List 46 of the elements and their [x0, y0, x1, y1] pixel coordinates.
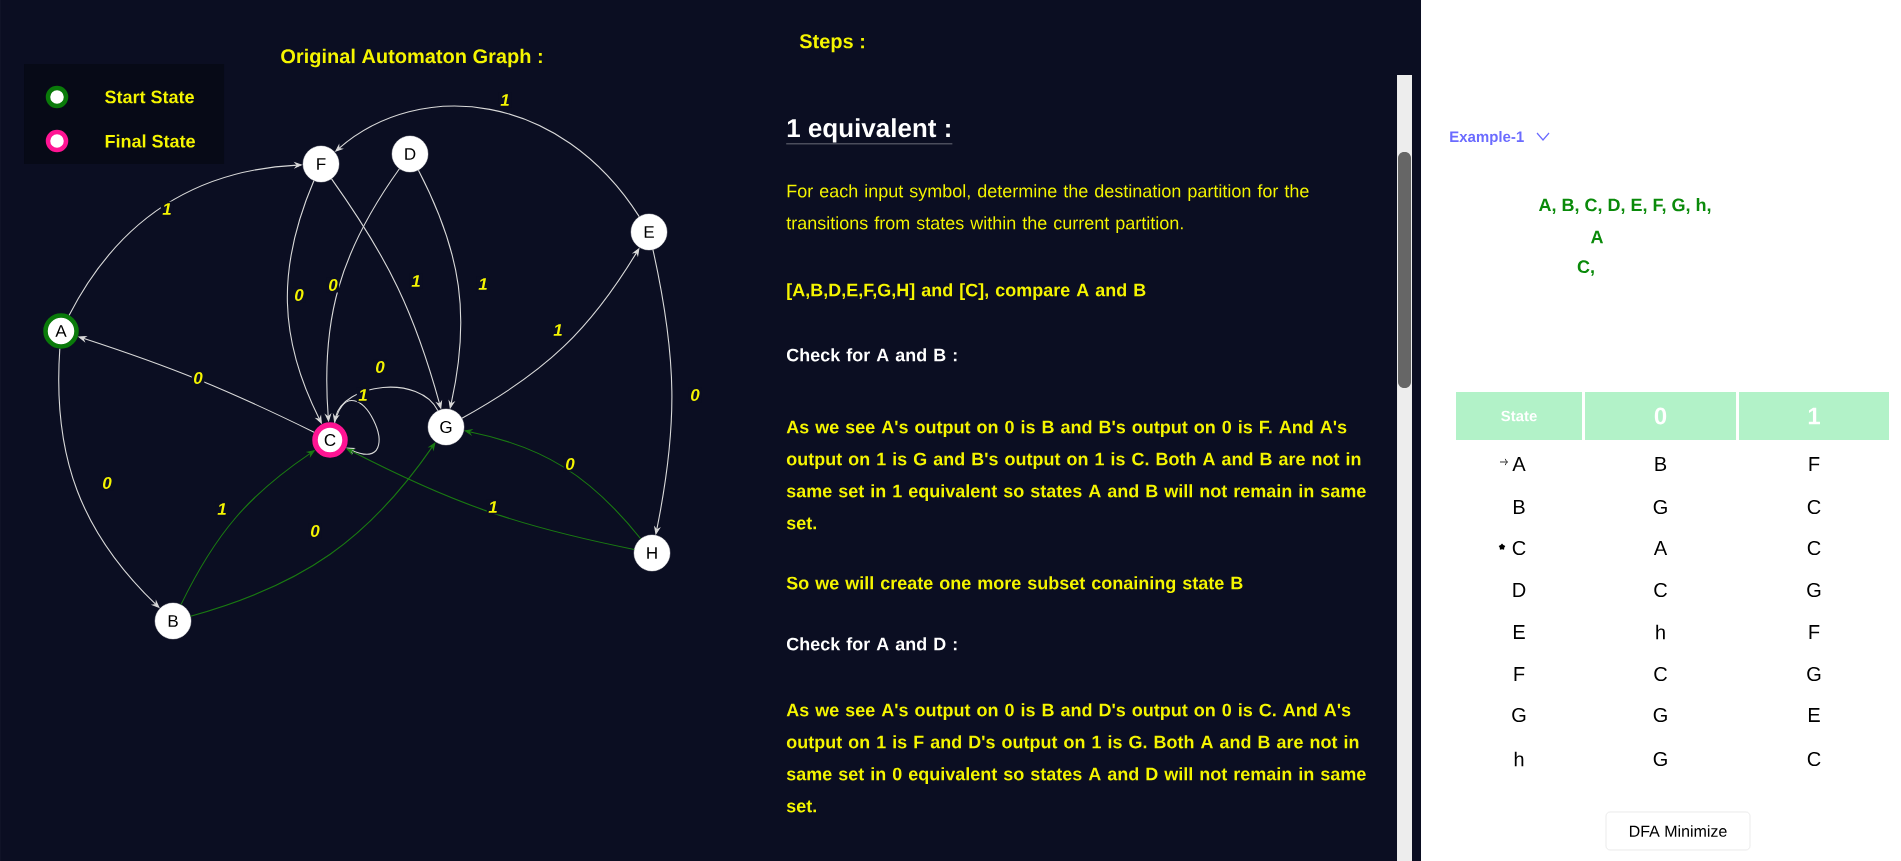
table-cell: D — [1513, 583, 1526, 597]
minimize-button: DFA Minimize — [1605, 811, 1751, 851]
partition-text: C, — [1577, 260, 1594, 276]
table-header-cell: 1 — [1739, 392, 1889, 440]
partition-text: A — [1590, 230, 1604, 244]
table-cell: h — [1656, 624, 1665, 640]
paragraph: For each input symbol, determine the destination partition for the transitions from states within the current partition. — [786, 184, 1309, 233]
table-cell: F — [1809, 457, 1820, 471]
table-cell: G — [1653, 499, 1667, 515]
paragraph: So we will create one more subset conaining state B — [786, 576, 1243, 594]
table-cell: G — [1653, 751, 1667, 767]
section-heading: 1 equivalent : — [786, 118, 953, 145]
table-cell: E — [1809, 708, 1820, 722]
steps-heading: Steps : — [799, 34, 864, 53]
table-cell: C — [1512, 540, 1526, 556]
step-heading: Check for A and D : — [786, 637, 957, 651]
table-cell: A — [1512, 457, 1526, 471]
table-cell: C — [1654, 666, 1667, 682]
table-cell: C — [1807, 499, 1821, 515]
table-header-cell: State — [1456, 392, 1582, 440]
table-cell: F — [1809, 625, 1820, 639]
arrow — [334, 400, 380, 455]
table-cell: E — [1514, 625, 1525, 639]
table-cell: C — [1807, 751, 1821, 767]
legend-text: Final State — [105, 134, 195, 148]
table-cell: B — [1655, 457, 1667, 471]
graph-title: Original Automaton Graph : — [281, 48, 542, 68]
table-cell: C — [1654, 582, 1667, 598]
paragraph: As we see A's output on 0 is B and B's output on 0 is F. And A's output on 1 is G and B's output on 1 is C. Both A and B are not in same set in 1 equivalent so states A and B will not remain in same set. — [786, 420, 1366, 530]
paragraph: [A,B,D,E,F,G,H] and [C], compare A and B — [787, 283, 1146, 300]
table-cell: A — [1653, 541, 1668, 555]
table-cell: B — [1514, 500, 1525, 514]
table-cell: G — [1653, 707, 1667, 723]
dropdown-label: Example-1 — [1450, 131, 1524, 145]
table-cell: G — [1807, 582, 1821, 598]
table-cell: C — [1807, 540, 1821, 556]
table-cell: F — [1514, 667, 1525, 681]
step-heading: Check for A and B : — [786, 348, 957, 362]
table-cell: h — [1514, 751, 1524, 767]
paragraph: As we see A's output on 0 is B and D's output on 0 is C. And A's output on 1 is F and D's output on 1 is G. Both A and B are not in same set in 0 equivalent so states A and D will not remain in same set. — [786, 703, 1366, 813]
table-header-cell: 0 — [1585, 392, 1736, 440]
partition-text: A, B, C, D, E, F, G, h, — [1538, 198, 1711, 214]
legend-text: Start State — [105, 90, 194, 104]
table-cell: G — [1807, 666, 1821, 682]
table-cell: G — [1512, 707, 1526, 723]
arrow — [190, 442, 436, 617]
